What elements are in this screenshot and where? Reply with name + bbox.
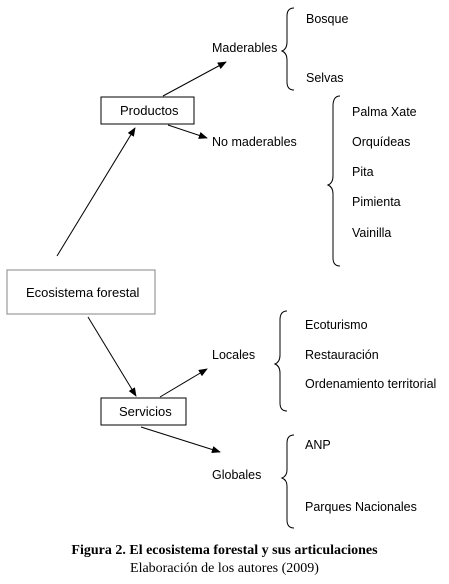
brace-maderables: [280, 7, 295, 91]
item-anp: ANP: [305, 438, 331, 452]
item-ecoturismo: Ecoturismo: [305, 318, 368, 332]
item-restauracion: Restauración: [305, 348, 379, 362]
item-palma-xate: Palma Xate: [352, 105, 417, 119]
root-node-label: Ecosistema forestal: [26, 285, 140, 300]
figure-caption-title: Figura 2. El ecosistema forestal y sus a…: [71, 543, 378, 558]
item-ordenamiento: Ordenamiento territorial: [305, 377, 436, 391]
root-node: Ecosistema forestal: [6, 269, 156, 315]
maderables-label: Maderables: [212, 41, 277, 55]
arrow-productos-to-maderables: [162, 61, 227, 97]
item-bosque: Bosque: [306, 12, 348, 26]
servicios-node-label: Servicios: [119, 404, 172, 419]
arrow-servicios-to-locales: [159, 368, 208, 398]
productos-node: Productos: [100, 96, 195, 125]
brace-globales: [280, 434, 295, 529]
item-parques-nacionales: Parques Nacionales: [305, 500, 417, 514]
item-selvas: Selvas: [306, 71, 344, 85]
item-pita: Pita: [352, 165, 374, 179]
item-pimienta: Pimienta: [352, 195, 401, 209]
no-maderables-label: No maderables: [212, 135, 297, 149]
brace-no-maderables: [326, 95, 341, 267]
item-vainilla: Vainilla: [352, 226, 391, 240]
arrow-productos-to-no-maderables: [167, 124, 208, 139]
globales-label: Globales: [212, 468, 261, 482]
arrow-root-to-servicios: [87, 316, 137, 397]
locales-label: Locales: [212, 348, 255, 362]
servicios-node: Servicios: [100, 397, 187, 426]
productos-node-label: Productos: [120, 103, 179, 118]
arrow-servicios-to-globales: [140, 426, 221, 453]
item-orquideas: Orquídeas: [352, 135, 410, 149]
arrow-root-to-productos: [56, 127, 136, 257]
brace-locales: [273, 310, 288, 412]
figure-caption-subtitle: Elaboración de los autores (2009): [130, 561, 319, 576]
